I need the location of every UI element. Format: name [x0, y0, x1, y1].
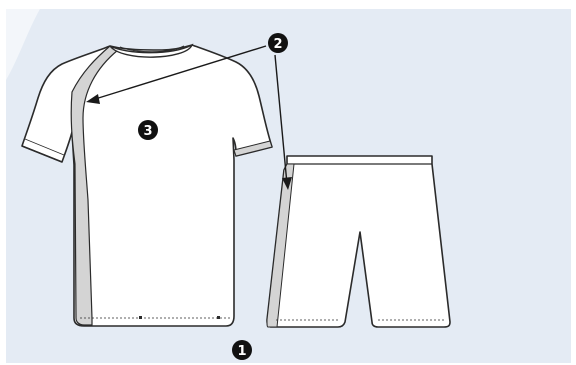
t-shirt-icon: [22, 45, 272, 326]
marker-3: 3: [138, 120, 158, 140]
shorts-icon: [267, 156, 450, 327]
marker-2: 2: [268, 33, 288, 53]
marker-1-label: 1: [237, 344, 246, 359]
arrow-to-shorts-stripe: [275, 55, 287, 184]
shorts-body: [267, 156, 450, 327]
hem-tag-2: [217, 316, 220, 319]
marker-3-label: 3: [143, 124, 152, 139]
hem-tag-1: [139, 316, 142, 319]
shirt-body: [22, 45, 272, 326]
marker-2-label: 2: [273, 37, 282, 52]
marker-1: 1: [232, 340, 252, 360]
corner-highlight: [6, 9, 40, 80]
